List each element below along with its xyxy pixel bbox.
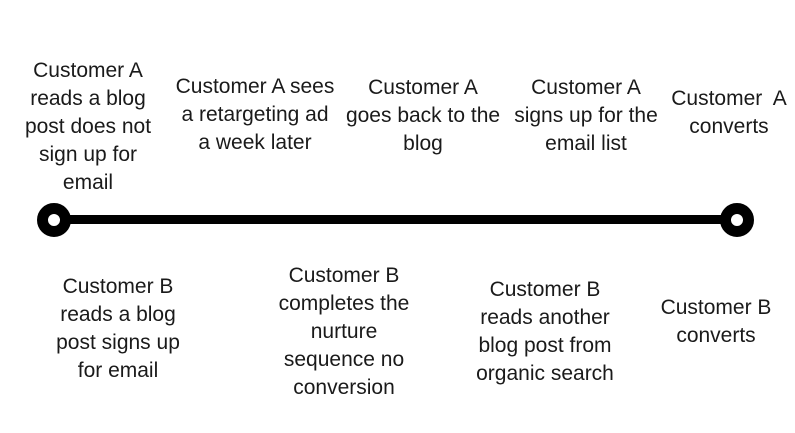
timeline-end-node-icon <box>720 203 754 237</box>
customer-a-step-3-label: Customer A goes back to the blog <box>345 76 501 155</box>
customer-a-step-2-label: Customer A sees a retargeting ad a week … <box>175 75 335 154</box>
customer-a-step-1-label: Customer A reads a blog post does not si… <box>24 59 152 194</box>
customer-a-step-4-label: Customer A signs up for the email list <box>514 76 658 155</box>
customer-b-step-4-label: Customer B converts <box>660 296 772 347</box>
customer-b-step-2-label: Customer B completes the nurture sequenc… <box>278 264 410 399</box>
timeline-start-node-icon <box>37 203 71 237</box>
customer-b-step-3-label: Customer B reads another blog post from … <box>476 278 614 385</box>
timeline-line <box>54 215 737 224</box>
customer-b-step-1-label: Customer B reads a blog post signs up fo… <box>56 275 180 382</box>
customer-a-step-5-label: Customer A converts <box>671 87 787 138</box>
